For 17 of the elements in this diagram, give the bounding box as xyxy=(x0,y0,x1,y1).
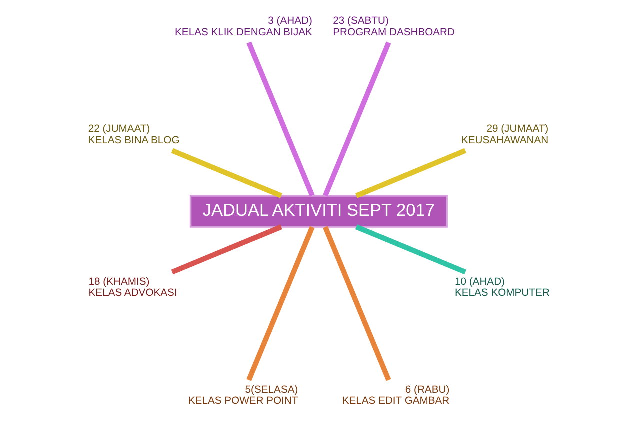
connector xyxy=(246,226,315,382)
node-text: 10 (AHAD) KELAS KOMPUTER xyxy=(454,276,550,300)
node-text: 29 (JUMAAT) KEUSAHAWANAN xyxy=(461,124,549,146)
node-text: 22 (JUMAAT) KELAS BINA BLOG xyxy=(88,124,180,146)
connector xyxy=(323,226,392,382)
node-text: 5(SELASA) KELAS POWER POINT xyxy=(188,384,298,408)
node-text: 6 (RABU) KELAS EDIT GAMBAR xyxy=(342,384,450,408)
connector xyxy=(355,148,466,198)
node-text: 3 (AHAD) KELAS KLIK DENGAN BIJAK xyxy=(175,16,312,38)
connector xyxy=(246,42,315,197)
connector xyxy=(171,148,282,198)
connector xyxy=(171,224,282,275)
node-text: 23 (SABTU) PROGRAM DASHBOARD xyxy=(333,16,456,38)
node-text: 18 (KHAMIS) KELAS ADVOKASI xyxy=(88,276,178,300)
connector xyxy=(323,42,392,197)
node-box: JADUAL AKTIVITI SEPT 2017 xyxy=(190,195,448,228)
connector xyxy=(355,224,466,275)
